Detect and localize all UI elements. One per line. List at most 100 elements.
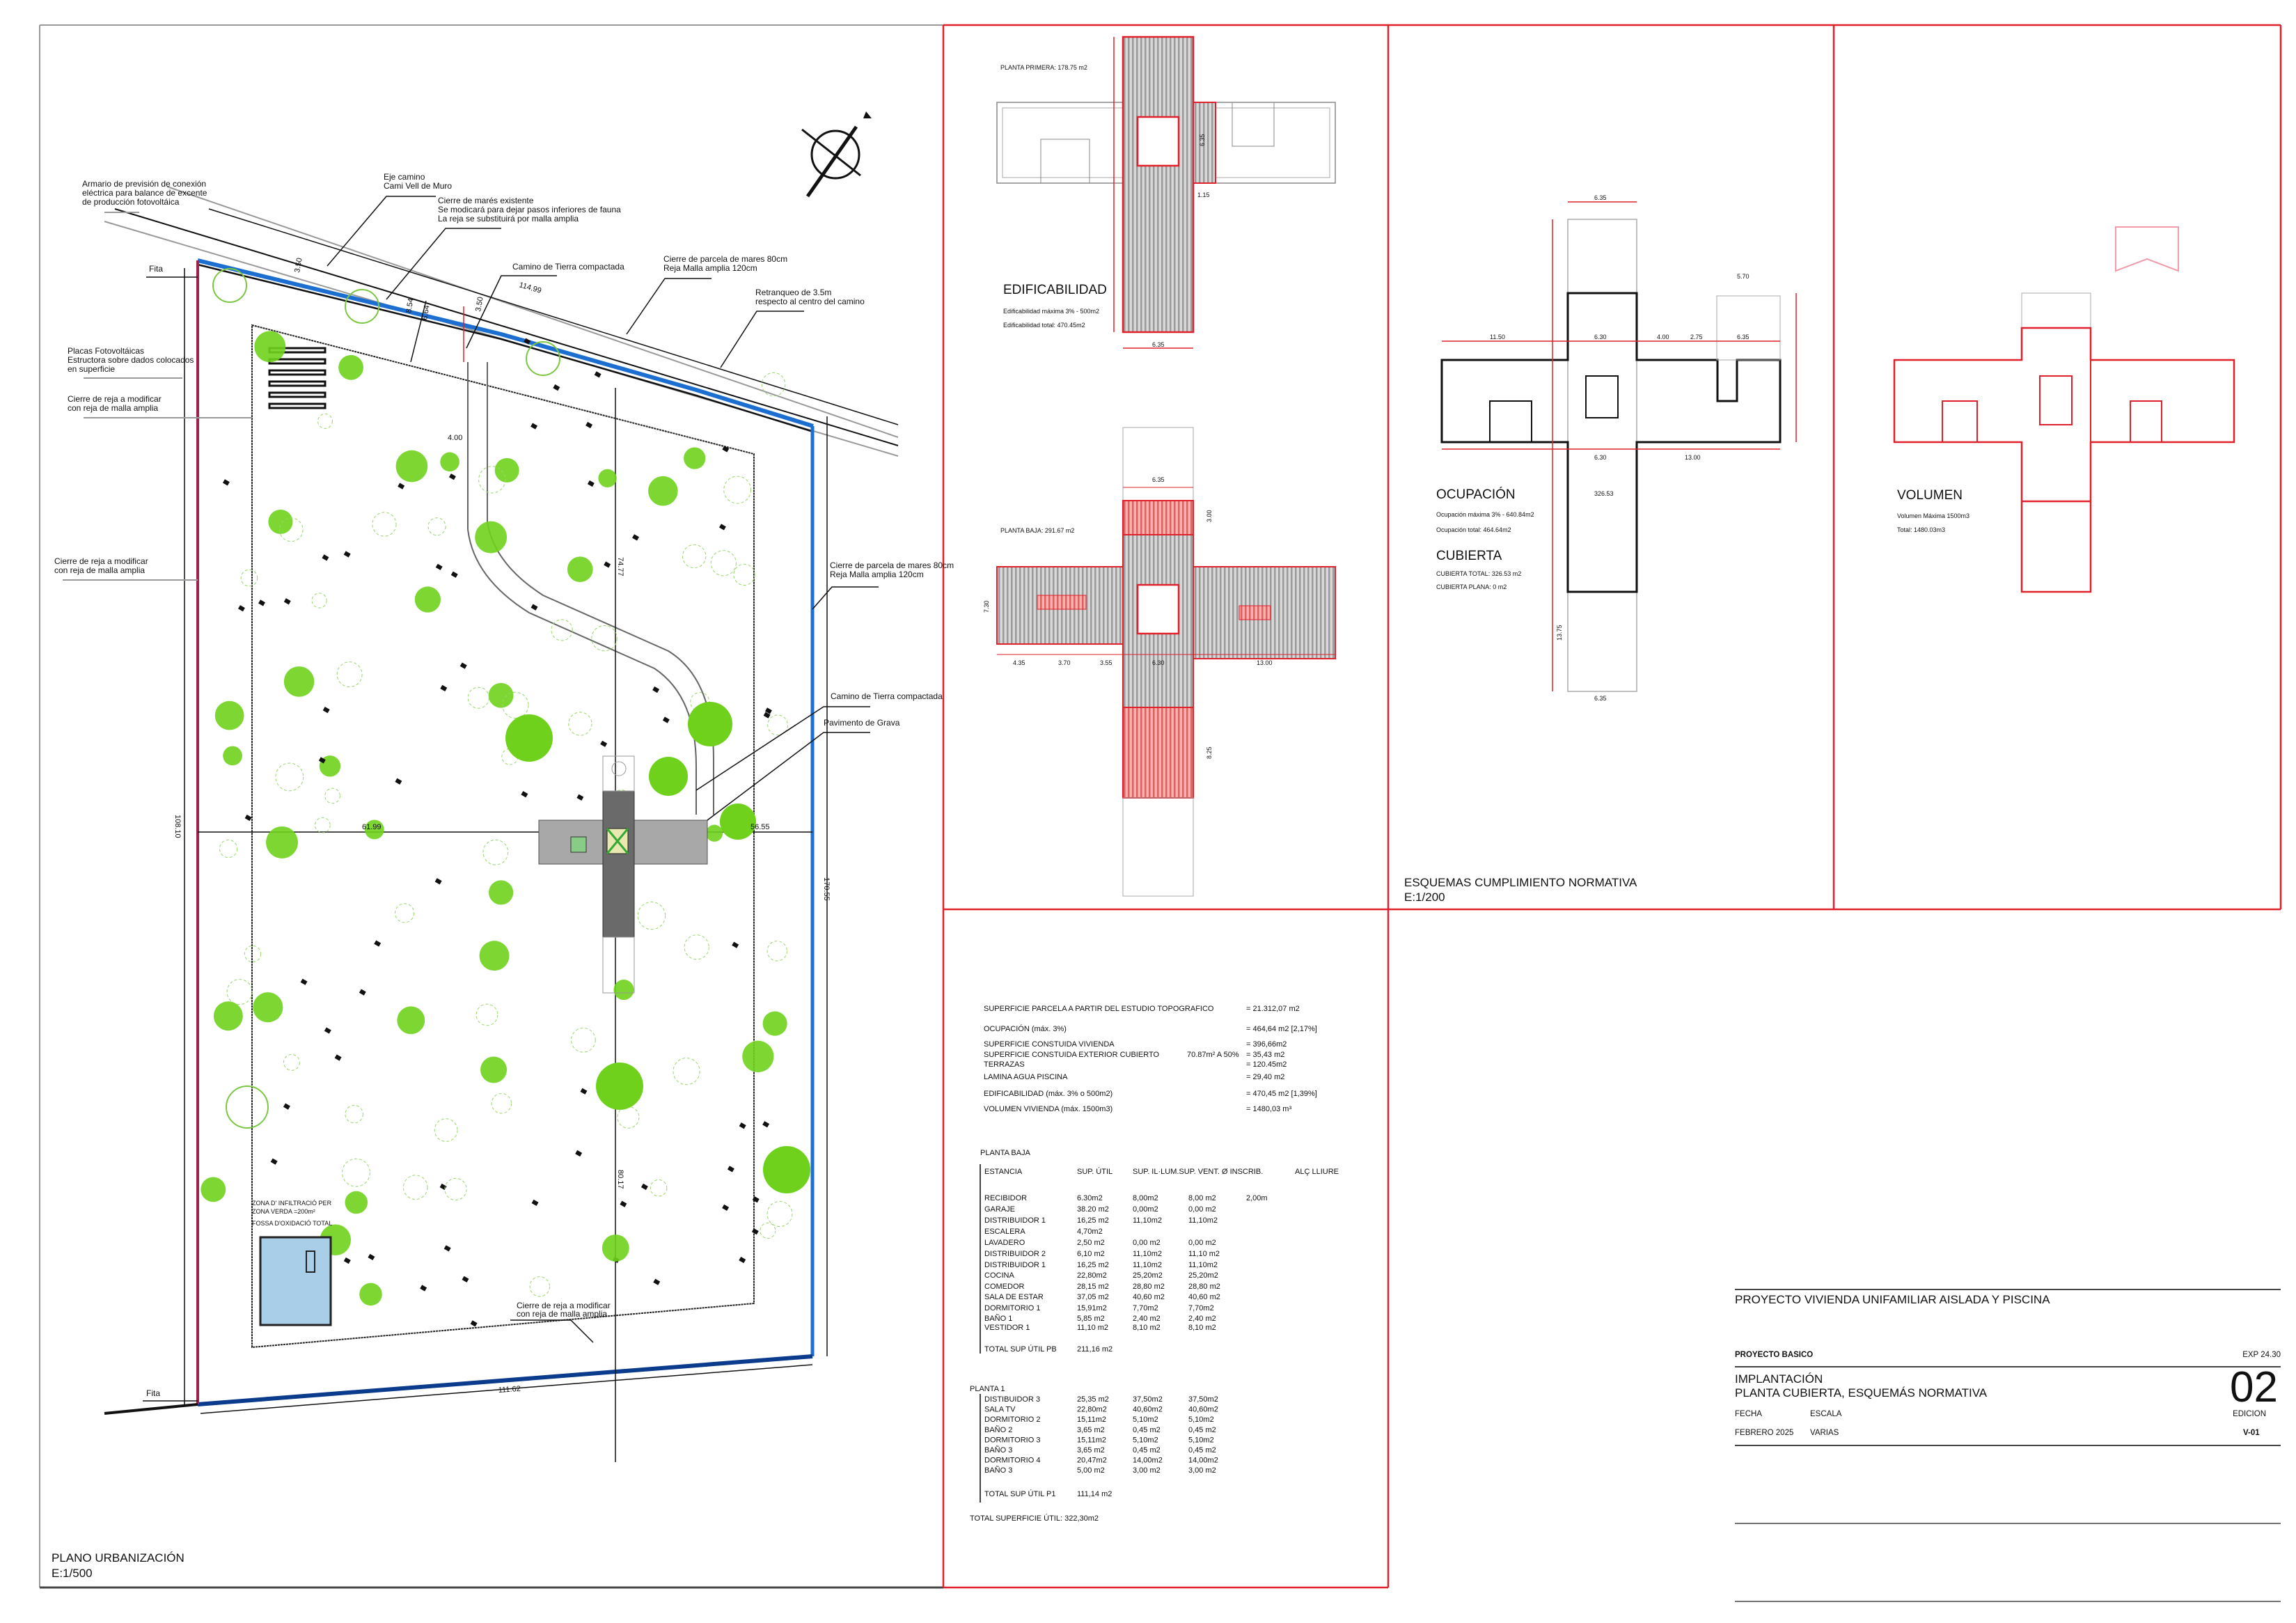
- table-cell: 3,65 m2: [1077, 1446, 1105, 1455]
- shrub-icon: [752, 1196, 760, 1203]
- tree-icon: [601, 1234, 629, 1262]
- svg-text:111.62: 111.62: [498, 1385, 521, 1395]
- tree-icon: [394, 903, 415, 923]
- tree-icon: [283, 1053, 300, 1071]
- svg-text:6.30: 6.30: [1152, 659, 1165, 666]
- summary-label: SUPERFICIE CONSTUIDA VIVIENDA: [984, 1040, 1115, 1049]
- tree-icon: [283, 666, 315, 697]
- shrub-icon: [434, 878, 442, 885]
- tree-icon: [213, 1001, 243, 1031]
- svg-text:FECHA: FECHA: [1735, 1410, 1762, 1418]
- oxidation-tank: [259, 1236, 332, 1326]
- tree-icon: [315, 817, 331, 833]
- table-cell: 0,45 m2: [1188, 1446, 1216, 1455]
- svg-text:13.00: 13.00: [1685, 454, 1701, 461]
- tree-icon: [551, 619, 573, 641]
- table-cell: DISTRIBUIDOR 1: [984, 1261, 1046, 1269]
- svg-text:74.77: 74.77: [616, 557, 624, 577]
- volumen-maxima: Volumen Máxima 1500m3: [1897, 512, 1969, 519]
- shrub-icon: [575, 1150, 583, 1157]
- shrub-icon: [620, 1200, 627, 1207]
- scheme-volumen: VOLUMEN Volumen Máxima 1500m3 Total: 148…: [1893, 226, 2235, 593]
- table-cell: 0,00 m2: [1188, 1205, 1216, 1214]
- table-cell: 11,10m2: [1133, 1216, 1162, 1225]
- project-name: PROYECTO VIVIENDA UNIFAMILIAR AISLADA Y …: [1735, 1293, 2050, 1306]
- label-cierre-reja: Cierre de reja a modificar: [68, 394, 162, 404]
- tree-icon: [359, 1283, 382, 1306]
- tree-icon: [402, 1175, 428, 1200]
- shrub-icon: [334, 1054, 342, 1061]
- tree-icon: [613, 979, 634, 1001]
- table-cell: 22,80m2: [1077, 1406, 1107, 1414]
- svg-text:Reja Malla amplia 120cm: Reja Malla amplia 120cm: [830, 570, 924, 579]
- project-phase: PROYECTO BASICO: [1735, 1351, 1813, 1359]
- table-cell: BAÑO 3: [984, 1445, 1012, 1455]
- table-cell: DORMITORIO 2: [984, 1416, 1040, 1424]
- tree-icon: [763, 1146, 810, 1193]
- volumen-total: Total: 1480.03m3: [1897, 526, 1945, 533]
- shrub-icon: [462, 1276, 469, 1283]
- planta-baja-area: PLANTA BAJA: 291.67 m2: [1000, 527, 1074, 534]
- svg-text:6.35: 6.35: [1594, 695, 1607, 702]
- table-cell: 8,10 m2: [1133, 1324, 1161, 1332]
- tree-icon: [440, 452, 459, 472]
- table-cell: 20,47m2: [1077, 1457, 1107, 1465]
- tree-icon: [682, 544, 707, 569]
- svg-text:3.00: 3.00: [1206, 510, 1213, 522]
- tree-icon: [317, 413, 333, 429]
- svg-text:108.10: 108.10: [173, 815, 182, 838]
- tree-icon: [311, 593, 327, 609]
- tree-icon: [710, 550, 737, 577]
- label-camino-tierra: Camino de Tierra compactada: [831, 691, 943, 701]
- planta-1-table: PLANTA 1 TOTAL SUP ÚTIL P1 111,14 m2 TOT…: [970, 1385, 1218, 1523]
- tree-icon: [240, 569, 258, 587]
- svg-text:6.35: 6.35: [1737, 334, 1749, 340]
- tree-icon: [720, 803, 756, 840]
- table-cell: 7,70m2: [1133, 1304, 1158, 1312]
- svg-text:11.50: 11.50: [1490, 334, 1505, 340]
- buildable-zone: [251, 324, 755, 1349]
- tree-icon: [706, 824, 723, 842]
- edificabilidad-maxima: Edificabilidad máxima 3% - 500m2: [1003, 308, 1099, 315]
- shrub-icon: [237, 605, 245, 612]
- table-cell: 15,91m2: [1077, 1304, 1107, 1312]
- table-cell: GARAJE: [984, 1205, 1015, 1214]
- tree-icon: [475, 1003, 498, 1026]
- shrub-icon: [283, 598, 291, 605]
- shrub-icon: [324, 1027, 331, 1034]
- tree-icon: [767, 714, 788, 736]
- table-cell: 0,00 m2: [1188, 1239, 1216, 1247]
- shrub-icon: [553, 384, 560, 391]
- tree-icon: [200, 1177, 226, 1202]
- schemes-title: ESQUEMAS CUMPLIMIENTO NORMATIVA: [1404, 876, 1637, 889]
- summary-label: VOLUMEN VIVIENDA (máx. 1500m3): [984, 1105, 1112, 1113]
- shrub-icon: [762, 1121, 770, 1128]
- tree-icon: [649, 757, 688, 796]
- site-plan-labels: Armario de previsión de conexión eléctri…: [54, 172, 954, 1402]
- tree-icon: [482, 839, 509, 865]
- tree-icon: [480, 1056, 508, 1083]
- total-p1-value: 111,14 m2: [1077, 1490, 1112, 1498]
- shrub-icon: [524, 338, 531, 345]
- label-armario: Armario de previsión de conexión: [82, 179, 206, 189]
- tree-icon: [478, 466, 506, 494]
- shrub-icon: [662, 716, 670, 723]
- plot-fence-north: [197, 258, 814, 428]
- shrub-icon: [443, 1245, 451, 1252]
- scheme-edificabilidad: PLANTA PRIMERA: 178.75 m2 PLANTA BAJA: 2…: [983, 36, 1336, 897]
- summary-note: 70.87m² A 50%: [1187, 1051, 1239, 1059]
- svg-text:6.35: 6.35: [1594, 194, 1607, 201]
- svg-text:4.00: 4.00: [1657, 334, 1669, 340]
- shrub-icon: [395, 778, 402, 785]
- table-cell: 22,80m2: [1077, 1271, 1107, 1280]
- tree-icon: [760, 1223, 776, 1239]
- table-cell: 0,00m2: [1133, 1205, 1158, 1214]
- shrub-icon: [343, 1257, 351, 1264]
- shrub-icon: [653, 1278, 661, 1285]
- cubierta-heading: CUBIERTA: [1436, 549, 1502, 563]
- planta-baja-table: PLANTA BAJA ESTANCIA SUP. ÚTIL SUP. IL·L…: [980, 1149, 1339, 1354]
- shrub-icon: [470, 1320, 478, 1327]
- shrub-icon: [732, 941, 739, 948]
- svg-text:6.30: 6.30: [1594, 334, 1607, 340]
